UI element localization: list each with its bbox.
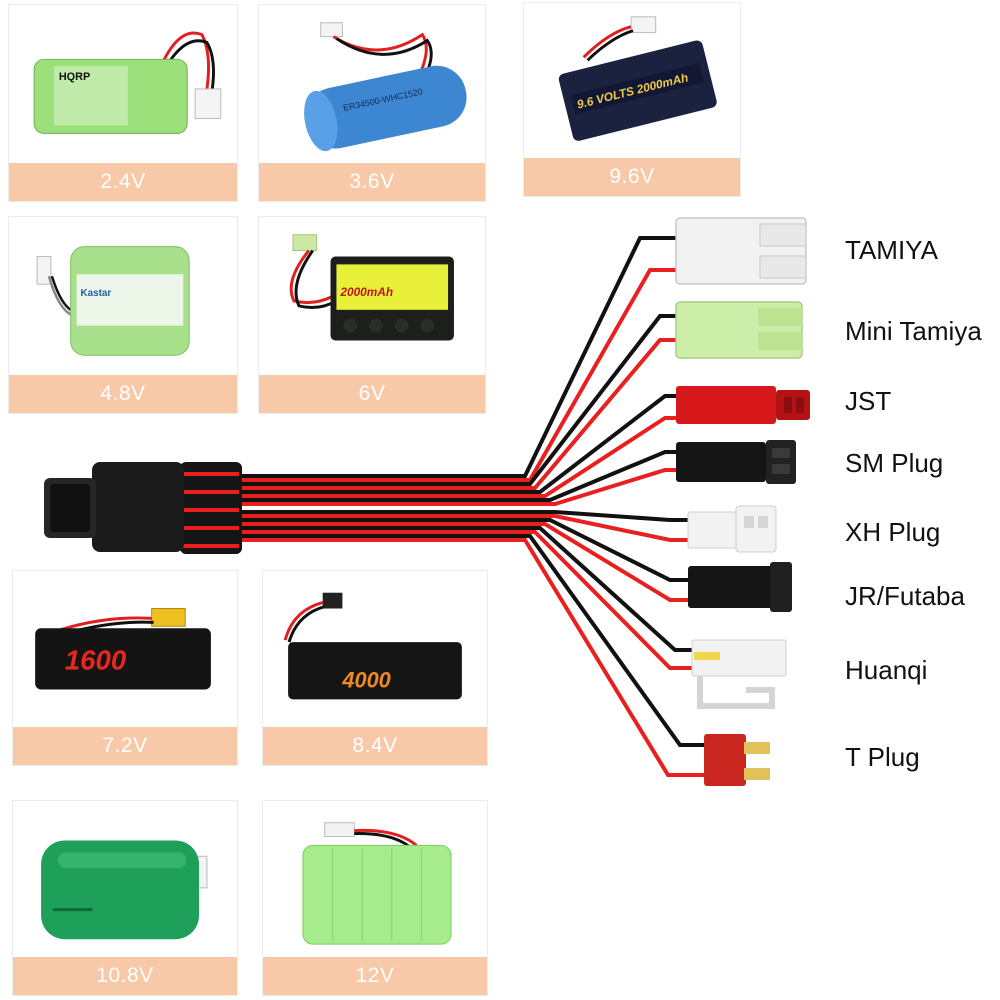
battery-card-4v8: Kastar 4.8V (8, 216, 238, 414)
battery-6v-print: 2000mAh (339, 285, 393, 299)
jst-connector-icon (676, 386, 810, 424)
battery-3v6-image: ER34500-WHC1520 (259, 5, 485, 163)
battery-12v-image (263, 801, 487, 957)
main-plug-body (44, 462, 242, 554)
battery-12v-voltage: 12V (263, 957, 487, 995)
battery-card-6v: 2000mAh 6V (258, 216, 486, 414)
battery-7v2-print: 1600 (65, 645, 127, 676)
plug-label-huanqi: Huanqi (845, 655, 928, 685)
jr-futaba-connector-icon (688, 562, 792, 612)
mini-tamiya-connector-icon (675, 301, 803, 359)
battery-3v6-voltage: 3.6V (259, 163, 485, 201)
battery-10v8-voltage: 10.8V (13, 957, 237, 995)
battery-8v4-print: 4000 (341, 668, 390, 693)
battery-8v4-image: 4000 (263, 571, 487, 727)
harness-wires (240, 236, 705, 777)
battery-6v-voltage: 6V (259, 375, 485, 413)
battery-9v6-image: 9.6 VOLTS 2000mAh (524, 3, 740, 158)
battery-card-12v: 12V (262, 800, 488, 996)
battery-4v8-image: Kastar (9, 217, 237, 375)
battery-card-7v2: 1600 7.2V (12, 570, 238, 766)
battery-7v2-image: 1600 (13, 571, 237, 727)
plug-label-jr-futaba: JR/Futaba (845, 581, 965, 611)
battery-9v6-voltage: 9.6V (524, 158, 740, 196)
battery-card-3v6: ER34500-WHC1520 3.6V (258, 4, 486, 202)
tamiya-connector-icon (675, 217, 807, 285)
battery-2v4-brand: HQRP (59, 71, 90, 83)
battery-6v-image: 2000mAh (259, 217, 485, 375)
plug-label-tamiya: TAMIYA (845, 235, 938, 265)
plug-label-sm-plug: SM Plug (845, 448, 944, 478)
sm-plug-connector-icon (676, 440, 796, 484)
battery-2v4-image: HQRP (9, 5, 237, 163)
battery-card-8v4: 4000 8.4V (262, 570, 488, 766)
huanqi-connector-icon (691, 639, 787, 709)
plug-label-xh-plug: XH Plug (845, 517, 941, 547)
battery-8v4-voltage: 8.4V (263, 727, 487, 765)
battery-2v4-voltage: 2.4V (9, 163, 237, 201)
plug-label-jst: JST (845, 386, 892, 416)
xh-plug-connector-icon (687, 505, 777, 553)
battery-card-9v6: 9.6 VOLTS 2000mAh 9.6V (523, 2, 741, 197)
battery-card-10v8: 10.8V (12, 800, 238, 996)
battery-4v8-voltage: 4.8V (9, 375, 237, 413)
plug-label-mini-tamiya: Mini Tamiya (845, 316, 982, 346)
t-plug-connector-icon (704, 734, 770, 786)
battery-card-2v4: HQRP 2.4V (8, 4, 238, 202)
plug-label-t-plug: T Plug (845, 742, 920, 772)
battery-4v8-brand: Kastar (81, 288, 112, 299)
battery-7v2-voltage: 7.2V (13, 727, 237, 765)
battery-10v8-image (13, 801, 237, 957)
